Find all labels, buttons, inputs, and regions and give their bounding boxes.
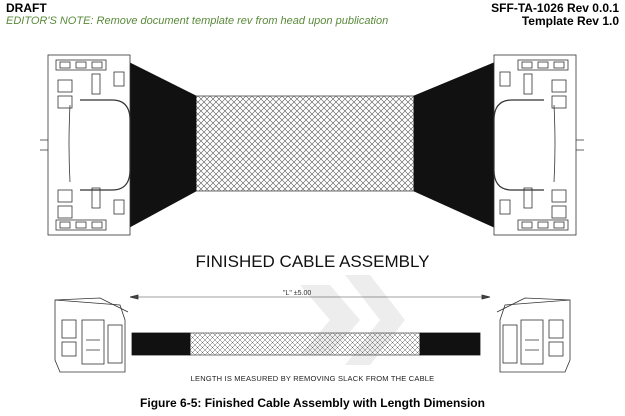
left-strain-relief	[127, 61, 197, 229]
right-strain-relief	[413, 61, 497, 229]
left-connector-side	[54, 297, 129, 373]
header-left: DRAFT EDITOR'S NOTE: Remove document tem…	[6, 2, 388, 28]
editor-note: EDITOR'S NOTE: Remove document template …	[6, 15, 389, 27]
braided-cable	[195, 95, 415, 192]
side-view	[54, 294, 571, 373]
right-connector-side	[496, 297, 571, 373]
top-view	[40, 54, 584, 236]
measurement-note: LENGTH IS MEASURED BY REMOVING SLACK FRO…	[190, 374, 435, 383]
doc-revision: SFF-TA-1026 Rev 0.0.1	[491, 1, 619, 15]
figure-caption: Figure 6-5: Finished Cable Assembly with…	[140, 396, 485, 410]
length-dimension-label: "L" ±5.00	[283, 290, 312, 297]
right-boot-side	[419, 332, 481, 356]
header-right: SFF-TA-1026 Rev 0.0.1 Template Rev 1.0	[491, 2, 619, 28]
left-boot-side	[131, 332, 191, 356]
right-connector	[493, 54, 584, 236]
template-revision: Template Rev 1.0	[521, 14, 619, 28]
draft-label: DRAFT	[6, 1, 47, 15]
left-connector	[40, 54, 131, 236]
assembly-title: FINISHED CABLE ASSEMBLY	[195, 252, 430, 271]
side-cable	[189, 332, 421, 356]
